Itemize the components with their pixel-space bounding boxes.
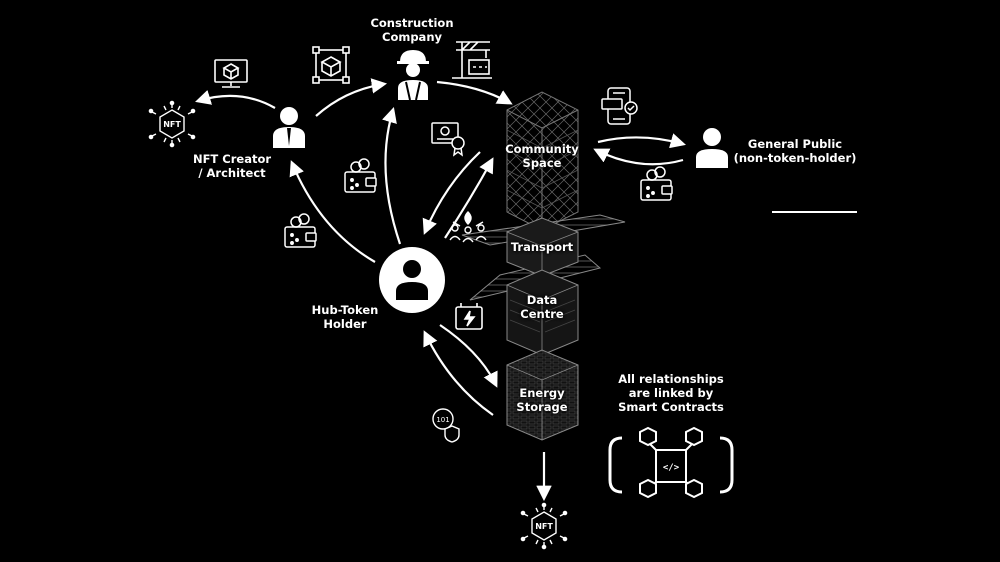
arrow-hub-to-energy (439, 324, 498, 388)
transport-block (461, 214, 626, 301)
arrow-construction-to-community (436, 80, 513, 105)
energy-storage-label: Energy Storage (516, 386, 568, 414)
arrow-hub-to-community (444, 157, 494, 239)
arrow-hub-to-construction (382, 107, 402, 245)
arrow-public-to-community (593, 148, 684, 166)
frame-cube-icon (312, 46, 350, 84)
computer-blueprint-icon (214, 59, 248, 88)
smart-contracts-note: All relationships are linked by Smart Co… (618, 372, 724, 414)
architect-person-icon (273, 107, 305, 148)
arrow-community-to-public (597, 133, 686, 149)
general-public-label: General Public (non-token-holder) (733, 137, 857, 165)
data-centre-label: Data Centre (520, 293, 564, 321)
arrow-hub-to-architect (289, 160, 376, 263)
hub-token-holder-icon (379, 247, 445, 313)
community-space-block (506, 91, 579, 231)
construction-company-label: Construction Company (370, 16, 454, 44)
arrow-energy-to-hub (423, 330, 494, 416)
data-centre-block (506, 269, 579, 356)
nft-badge-icon-top: NFT (148, 100, 196, 148)
nft-creator-label: NFT Creator / Architect (192, 152, 272, 180)
crane-icon (452, 41, 492, 79)
wallet-icon-3 (640, 166, 673, 201)
community-space-label: Community Space (505, 142, 579, 170)
investor-group-icon (449, 211, 487, 243)
energy-storage-block (506, 349, 579, 441)
svg-text:</>: </> (663, 463, 680, 473)
transport-label: Transport (510, 240, 574, 254)
arrow-community-to-hub (422, 151, 481, 235)
arrows (195, 78, 686, 502)
wallet-icon-1 (344, 158, 377, 193)
general-public-person-icon (696, 128, 728, 168)
construction-worker-icon (397, 50, 429, 101)
svg-text:101: 101 (436, 416, 449, 424)
svg-text:NFT: NFT (163, 120, 181, 129)
hub-token-holder-label: Hub-Token Holder (311, 303, 379, 331)
arrow-architect-to-construction (315, 78, 388, 117)
nft-badge-icon-bottom: NFT (520, 502, 568, 550)
smart-contract-icon: </> (608, 426, 734, 499)
tower (461, 91, 626, 441)
certificate-icon (431, 122, 465, 157)
battery-icon (455, 303, 483, 330)
shield-chip-icon: 101 (432, 408, 460, 443)
arrow-architect-to-nft (195, 90, 276, 109)
mobile-ticket-icon (601, 87, 638, 125)
wallet-icon-2 (284, 213, 317, 248)
svg-text:NFT: NFT (535, 522, 553, 531)
